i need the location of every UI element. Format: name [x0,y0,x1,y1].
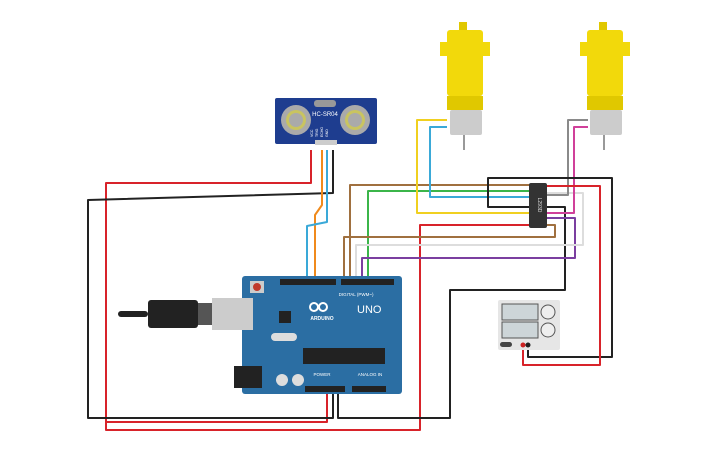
wire-red-supply[interactable] [522,185,601,366]
sensor-pin-gnd-label: GND [325,129,329,137]
wire-yellow-motor1[interactable] [416,119,530,214]
negative-terminal[interactable] [525,342,531,348]
sensor-pin-vcc-label: VCC [310,129,314,137]
wire-brown-1[interactable] [349,184,530,285]
wire-cyan-motor1[interactable] [429,126,530,198]
arduino-uno[interactable]: DIGITAL (PWM~) ARDUINO UNO POWER ANALOG … [225,276,402,394]
model-label: UNO [357,304,382,316]
reset-button[interactable] [253,283,261,291]
motor-driver-chip[interactable]: L293D [529,183,547,228]
wire-black-gnd[interactable] [337,206,566,419]
sensor-pin-trig-label: TRIG [315,128,319,137]
wire-black-loop[interactable] [487,177,613,358]
wire-pink-motor2[interactable] [547,126,588,214]
dc-motor-2[interactable] [580,22,630,150]
power-supply[interactable] [498,300,560,350]
wire-blue-echo[interactable] [306,150,328,285]
driver-label: L293D [536,198,542,213]
power-switch[interactable] [500,342,512,347]
digital-header-1 [280,279,336,285]
sensor-label: HC-SR04 [312,112,338,118]
wire-green[interactable] [367,190,530,285]
wire-orange-trig[interactable] [314,150,323,285]
wire-purple[interactable] [361,217,576,285]
wire-gray-motor2[interactable] [547,119,588,196]
wire-white[interactable] [355,192,584,285]
positive-terminal[interactable] [520,342,526,348]
digital-label: DIGITAL (PWM~) [339,292,374,297]
wire-black-sensor-gnd[interactable] [87,150,334,419]
dc-motor-1[interactable] [440,22,490,150]
digital-header-2 [341,279,394,285]
atmega-chip [303,348,385,364]
wire-red-sensor-vcc[interactable] [105,150,530,431]
wire-brown-2[interactable] [343,224,556,285]
power-label: POWER [313,372,331,377]
wire-red-5v[interactable] [106,390,328,423]
analog-label: ANALOG IN [358,372,383,377]
ultrasonic-sensor[interactable]: HC-SR04 VCC TRIG ECHO GND [275,98,377,145]
sensor-pin-echo-label: ECHO [320,127,324,137]
brand-label: ARDUINO [310,316,333,322]
